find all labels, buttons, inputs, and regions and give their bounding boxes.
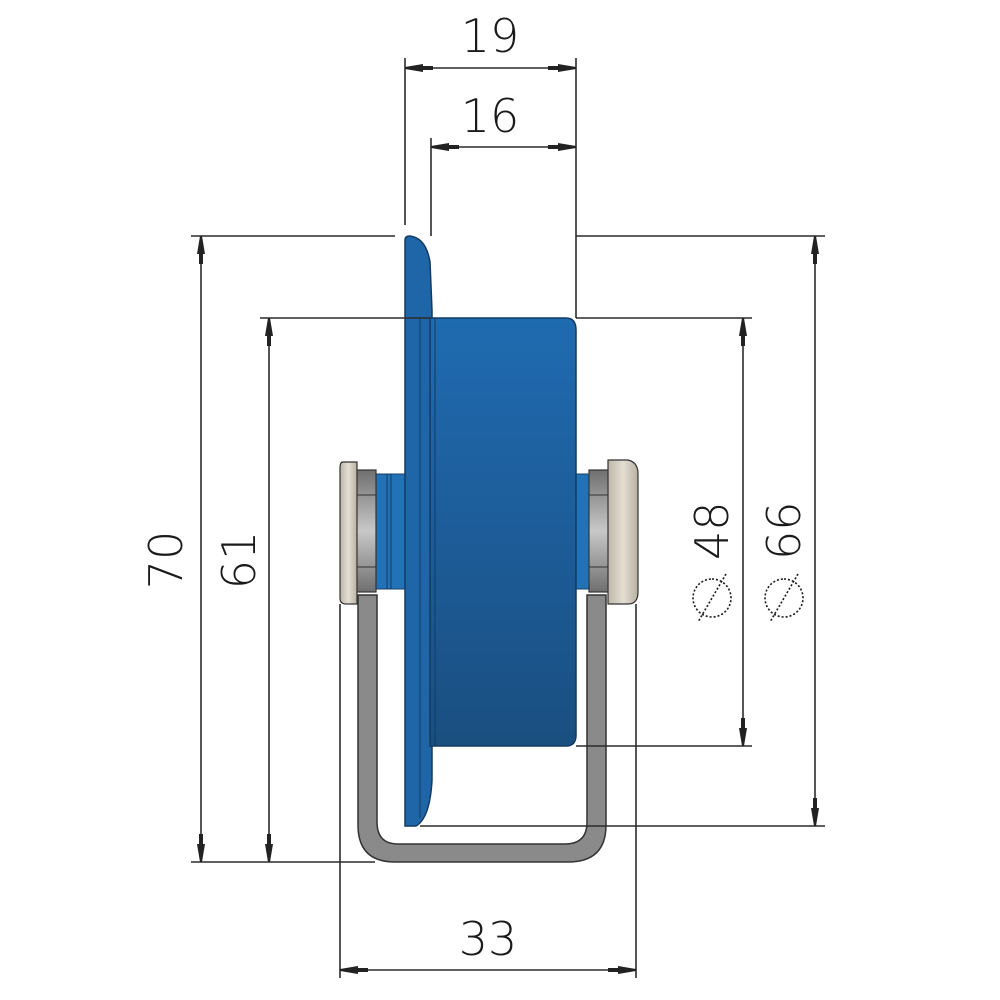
dim-66-label: 66 (757, 501, 811, 560)
dim-70-label: 70 (139, 531, 193, 590)
dim-19-label: 19 (461, 9, 520, 63)
u-bracket (357, 594, 607, 863)
dim-diameter-66: 66 (420, 235, 825, 827)
left-nut (339, 461, 377, 605)
dim-diameter-48: 48 (576, 317, 752, 747)
roller-body (429, 317, 577, 747)
right-nut (588, 459, 639, 605)
roller-flange (404, 235, 433, 827)
dim-70: 70 (139, 235, 395, 863)
dim-33: 33 (339, 604, 637, 978)
dim-19: 19 (404, 9, 577, 318)
dim-61: 61 (212, 317, 430, 862)
dim-48-label: 48 (685, 501, 739, 560)
dim-16: 16 (430, 89, 576, 236)
dim-33-label: 33 (459, 912, 518, 966)
dim-16-label: 16 (461, 89, 520, 143)
dim-61-label: 61 (212, 531, 266, 590)
